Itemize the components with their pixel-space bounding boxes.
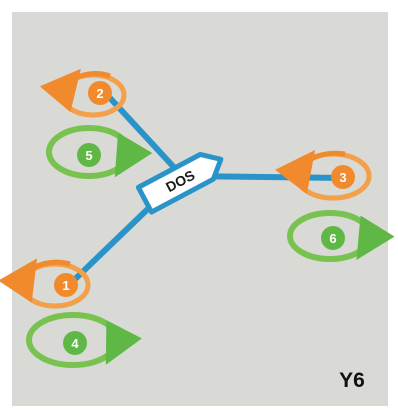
- rotor-5: 5: [46, 125, 153, 179]
- rotor-3: 3: [274, 150, 372, 201]
- rotor-4-label: 4: [71, 336, 79, 351]
- rotor-1-rotation-arrow: [0, 258, 71, 303]
- rotor-4-rotation-arrow: [105, 320, 142, 365]
- rotor-3-hub: [331, 165, 355, 189]
- rotor-2: 2: [39, 68, 127, 118]
- rotor-4-hub: [63, 331, 87, 355]
- rotor-5-rotation-arrow: [114, 132, 153, 178]
- rotor-5-label: 5: [85, 148, 92, 163]
- rotor-6-label: 6: [329, 231, 336, 246]
- rotor-2-rotation-arrow: [39, 68, 111, 113]
- rotor-2-label: 2: [96, 86, 103, 101]
- rotor-3-rotation-arrow: [274, 150, 346, 195]
- rotor-6-hub: [321, 226, 345, 250]
- rotor-2-hub: [88, 81, 112, 105]
- rotor-1-hub: [54, 273, 78, 297]
- rotor-5-hub: [77, 143, 101, 167]
- frame-type-label: Y6: [339, 369, 365, 392]
- rotor-1-label: 1: [62, 278, 69, 293]
- rotor-6: 6: [287, 210, 395, 262]
- rotor-1: 1: [0, 258, 91, 309]
- rotor-6-rotation-arrow: [356, 215, 395, 260]
- arrow-shaped-flight-controller-icon: [135, 151, 224, 215]
- flight-controller: DOS: [135, 151, 224, 215]
- rotor-3-label: 3: [339, 170, 346, 185]
- rotor-4: 4: [26, 312, 142, 368]
